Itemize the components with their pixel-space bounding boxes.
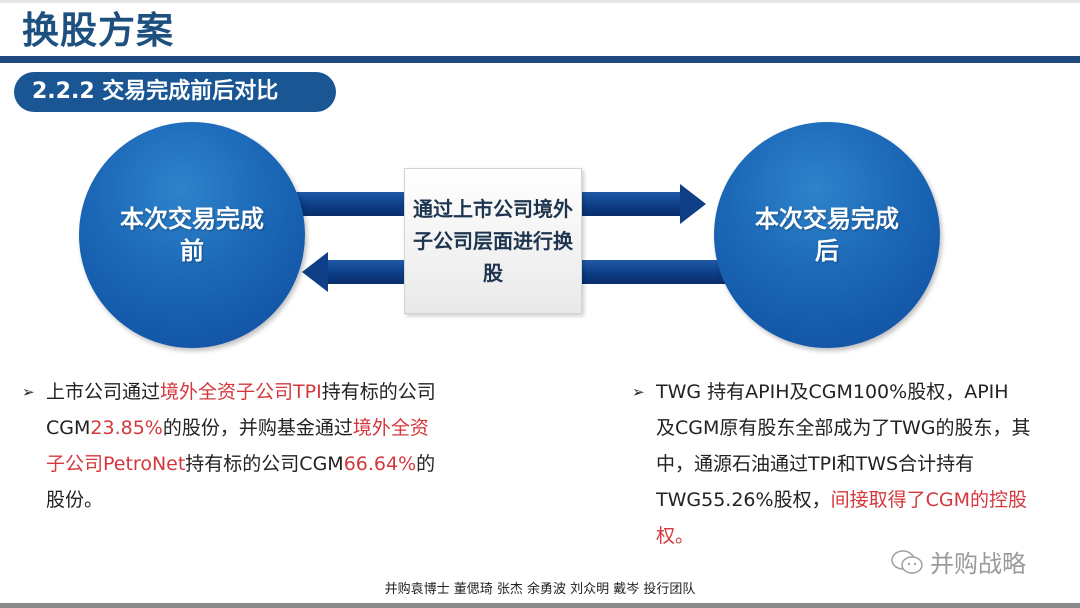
bottom-divider xyxy=(0,603,1080,608)
text-segment: 的股份，并购基金通过 xyxy=(162,417,353,439)
highlight-segment: 境外全资子公司TPI xyxy=(160,381,322,403)
before-transaction-label: 本次交易完成前 xyxy=(120,205,264,265)
highlight-segment: 境外全资子公司PetroNet xyxy=(46,417,429,475)
page-title: 换股方案 xyxy=(22,9,174,52)
after-transaction-label: 本次交易完成后 xyxy=(755,205,899,265)
bullet-arrow-icon: ➢ xyxy=(632,383,645,401)
after-description: ➢ TWG 持有APIH及CGM100%股权，APIH 及CGM原有股东全部成为… xyxy=(632,374,1032,554)
top-strip xyxy=(0,0,1080,3)
share-swap-box: 通过上市公司境外子公司层面进行换股 xyxy=(404,168,582,314)
bullet-arrow-icon: ➢ xyxy=(22,383,35,401)
text-segment: 持有标的公司CGM xyxy=(46,381,436,439)
text-segment: 的股份。 xyxy=(46,453,436,511)
share-swap-label: 通过上市公司境外子公司层面进行换股 xyxy=(413,197,573,285)
watermark: 并购战略 xyxy=(890,544,1026,579)
watermark-label: 并购战略 xyxy=(930,550,1026,578)
highlight-segment: 间接取得了CGM的控股权。 xyxy=(656,489,1027,547)
text-segment: TWG 持有APIH及CGM100%股权，APIH 及CGM原有股东全部成为了T… xyxy=(656,381,1031,511)
wechat-icon xyxy=(891,549,923,574)
after-description-text: TWG 持有APIH及CGM100%股权，APIH 及CGM原有股东全部成为了T… xyxy=(656,374,1032,554)
arrow-left-icon xyxy=(302,252,328,292)
arrow-right-icon xyxy=(680,184,706,224)
footer-credits: 并购袁博士 董偲琦 张杰 余勇波 刘众明 戴岑 投行团队 xyxy=(384,582,696,597)
before-transaction-circle: 本次交易完成前 xyxy=(79,122,305,348)
highlight-segment: 66.64% xyxy=(343,453,417,475)
text-segment: 上市公司通过 xyxy=(46,381,161,403)
highlight-segment: 23.85% xyxy=(90,417,163,439)
section-heading: 2.2.2 交易完成前后对比 xyxy=(14,72,336,112)
before-description: ➢ 上市公司通过境外全资子公司TPI持有标的公司CGM23.85%的股份，并购基… xyxy=(22,374,442,518)
title-divider xyxy=(0,56,1080,63)
after-transaction-circle: 本次交易完成后 xyxy=(714,122,940,348)
before-description-text: 上市公司通过境外全资子公司TPI持有标的公司CGM23.85%的股份，并购基金通… xyxy=(46,374,442,518)
text-segment: 持有标的公司CGM xyxy=(185,453,344,475)
